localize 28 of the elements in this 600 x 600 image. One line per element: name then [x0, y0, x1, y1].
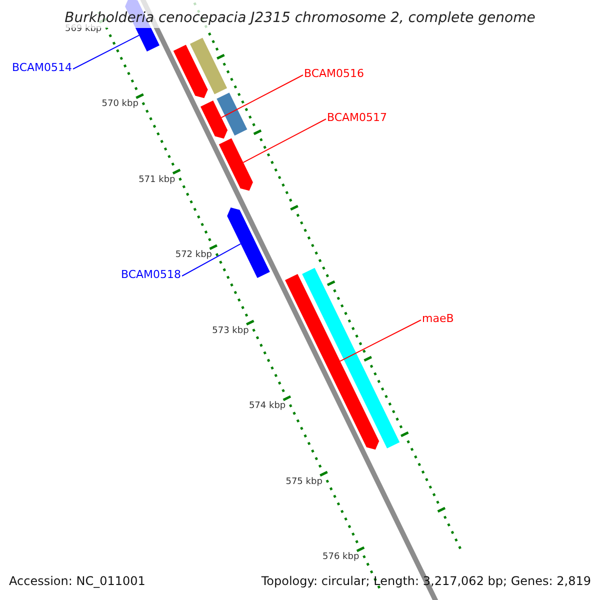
scale-label: 575 kbp — [286, 476, 322, 488]
scale-label: 570 kbp — [102, 98, 138, 110]
scale-label: 571 kbp — [138, 174, 176, 186]
feature-bar — [302, 268, 400, 448]
footer-text: Topology: circular; Length: 3,217,062 bp; Genes: 2,819 — [261, 575, 591, 587]
footer-text: Accession: NC_011001 — [9, 575, 146, 587]
gene-label: BCAM0518 — [121, 269, 182, 281]
gene-feature — [285, 274, 380, 450]
leader-line — [72, 34, 140, 70]
scale-label: 569 kbp — [64, 22, 102, 35]
leader-line — [340, 320, 422, 362]
scale-label: 573 kbp — [212, 324, 249, 337]
feature-bar — [216, 92, 248, 136]
gene-label: maeB — [422, 313, 454, 325]
scale-label: 572 kbp — [175, 249, 212, 262]
feature-bar — [190, 38, 228, 94]
scale-label: 574 kbp — [248, 400, 286, 412]
gene-feature — [173, 44, 208, 98]
gene-feature — [218, 138, 253, 191]
leader-line — [242, 118, 326, 163]
leader-line — [220, 74, 304, 118]
scale-label: 576 kbp — [322, 551, 360, 564]
gene-feature — [200, 100, 228, 139]
leader-line — [182, 243, 242, 276]
gene-label: BCAM0514 — [12, 62, 72, 74]
gene-feature — [227, 208, 270, 278]
gene-label: BCAM0516 — [304, 68, 364, 80]
gene-label: BCAM0517 — [327, 112, 388, 124]
